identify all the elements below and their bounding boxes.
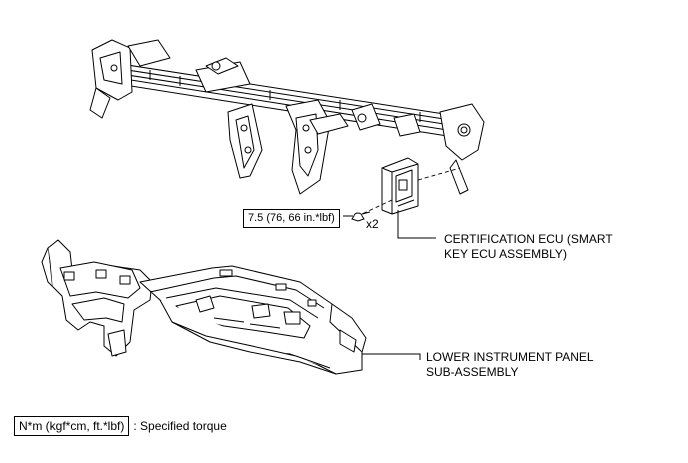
panel-label-line1: LOWER INSTRUMENT PANEL [426,350,594,364]
installation-guide-lines [361,167,461,215]
bolt-quantity: x2 [366,217,379,231]
certification-ecu [381,157,419,215]
legend-unit-box: N*m (kgf*cm, ft.*lbf) [14,416,130,436]
ecu-label-line1: CERTIFICATION ECU (SMART [444,232,613,246]
torque-callout: 7.5 (76, 66 in.*lbf) [243,209,340,228]
instrument-panel-reinforcement [89,39,485,195]
leader-lines [343,210,436,360]
ecu-bolt-icon [351,211,371,222]
ecu-label-line2: KEY ECU ASSEMBLY) [444,247,567,261]
torque-legend: N*m (kgf*cm, ft.*lbf) : Specified torque [14,416,227,436]
panel-label-line2: SUB-ASSEMBLY [426,365,519,379]
legend-description: : Specified torque [133,419,227,433]
lower-instrument-panel [41,239,367,375]
